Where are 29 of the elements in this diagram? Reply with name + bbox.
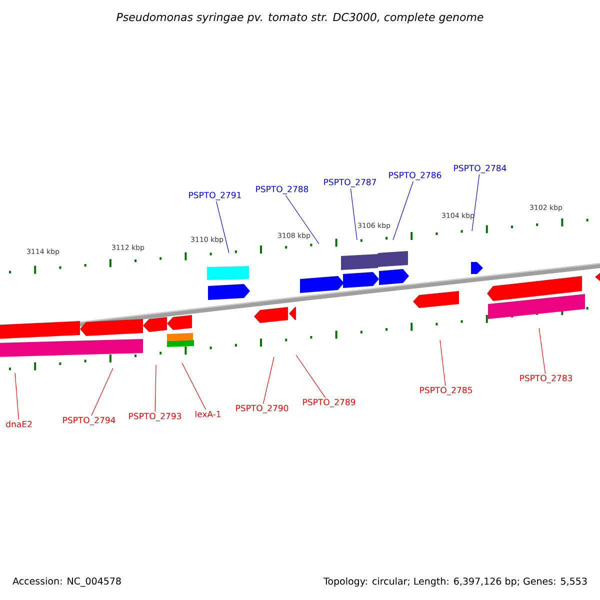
leader-line bbox=[538, 328, 546, 374]
leader-line bbox=[285, 195, 320, 244]
gene-label: dnaE2 bbox=[6, 420, 32, 428]
leader-line bbox=[392, 181, 414, 240]
gene-label: PSPTO_2791 bbox=[189, 192, 241, 200]
title: Pseudomonas syringae pv. tomato str. DC3000, complete genome bbox=[116, 12, 484, 24]
gene-label: PSPTO_2787 bbox=[324, 178, 376, 188]
leader-line bbox=[350, 188, 358, 240]
leader-line bbox=[440, 340, 446, 386]
leader-line bbox=[91, 368, 114, 416]
gene-label: PSPTO_2785 bbox=[420, 386, 472, 396]
gene-label: lexA-1 bbox=[196, 410, 221, 418]
leader-line bbox=[472, 174, 480, 232]
genome-summary-text: Topology: circular; Length: 6,397,126 bp; Genes: 5,553 bbox=[323, 577, 587, 587]
leader-line bbox=[216, 201, 230, 254]
leader-line bbox=[296, 354, 326, 398]
accession-text: Accession: NC_004578 bbox=[12, 577, 121, 587]
leader-line bbox=[182, 362, 206, 410]
leader-line bbox=[14, 372, 19, 420]
gene-label: PSPTO_2784 bbox=[454, 164, 506, 174]
gene-label: PSPTO_2793 bbox=[129, 412, 182, 422]
gene-label: PSPTO_2790 bbox=[236, 404, 288, 414]
gene-label: PSPTO_2783 bbox=[520, 374, 572, 384]
gene-label: PSPTO_2794 bbox=[63, 416, 116, 426]
gene-label: PSPTO_2786 bbox=[389, 172, 442, 180]
gene-label: PSPTO_2789 bbox=[303, 398, 356, 408]
leader-line bbox=[262, 356, 274, 404]
leader-line bbox=[154, 364, 156, 412]
gene-label: PSPTO_2788 bbox=[256, 186, 308, 194]
